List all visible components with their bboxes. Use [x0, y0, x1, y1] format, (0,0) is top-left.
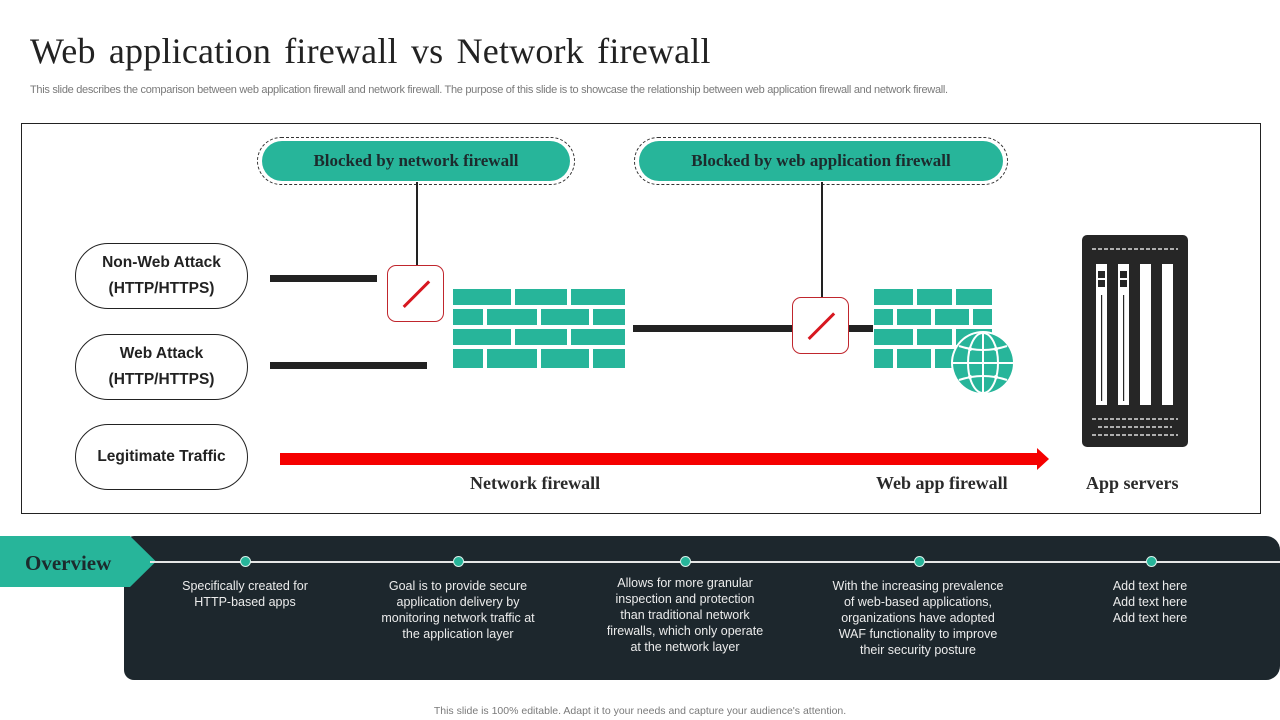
overview-item: Goal is to provide secure application de… [381, 579, 535, 641]
timeline-dot [914, 556, 925, 567]
overview-tab [0, 536, 156, 587]
source-legitimate-traffic: Legitimate Traffic [75, 424, 248, 490]
legitimate-traffic-flow [280, 453, 1038, 465]
source-web-attack: Web Attack (HTTP/HTTPS) [75, 334, 248, 400]
overview-label: Overview [25, 551, 112, 575]
source-protocol: (HTTP/HTTPS) [108, 371, 215, 388]
web-attack-flow [270, 362, 427, 369]
source-label: Non-Web Attack [102, 254, 221, 271]
timeline-dot [453, 556, 464, 567]
slide-subtitle: This slide describes the comparison betw… [30, 84, 948, 96]
source-label: Web Attack [119, 345, 204, 362]
callout-label: Blocked by web application firewall [639, 141, 1003, 181]
web-attack-flow-continued [633, 325, 873, 332]
callout-network-firewall: Blocked by network firewall [257, 137, 575, 185]
label-web-app-firewall: Web app firewall [876, 473, 1008, 493]
arrow-head-icon [1037, 448, 1049, 470]
overview-item: Add text here Add text here Add text her… [1112, 579, 1188, 625]
source-label: Legitimate Traffic [97, 448, 226, 465]
non-web-attack-flow [270, 275, 377, 282]
callout-label: Blocked by network firewall [262, 141, 570, 181]
globe-icon [951, 331, 1015, 395]
overview-panel [124, 536, 1280, 680]
timeline-dot [1146, 556, 1157, 567]
timeline-line [150, 561, 1280, 563]
diagram-frame [21, 123, 1261, 514]
source-non-web-attack: Non-Web Attack (HTTP/HTTPS) [75, 243, 248, 309]
firewall-icon [453, 289, 625, 368]
timeline-dot [680, 556, 691, 567]
timeline-dot [240, 556, 251, 567]
source-protocol: (HTTP/HTTPS) [108, 280, 215, 297]
slide-title: Web application firewall vs Network fire… [30, 31, 711, 71]
overview-item: Allows for more granular inspection and … [606, 576, 764, 654]
block-icon [387, 265, 444, 322]
footer-note: This slide is 100% editable. Adapt it to… [433, 705, 847, 717]
server-rack-icon [1082, 235, 1188, 447]
label-network-firewall: Network firewall [470, 473, 601, 493]
overview-item: With the increasing prevalence of web-ba… [832, 579, 1004, 657]
callout-web-app-firewall: Blocked by web application firewall [634, 137, 1008, 185]
block-icon [792, 297, 849, 354]
label-app-servers: App servers [1086, 473, 1179, 493]
connector-line [821, 182, 823, 298]
overview-item: Specifically created for HTTP-based apps [182, 579, 308, 609]
connector-line [416, 182, 418, 266]
